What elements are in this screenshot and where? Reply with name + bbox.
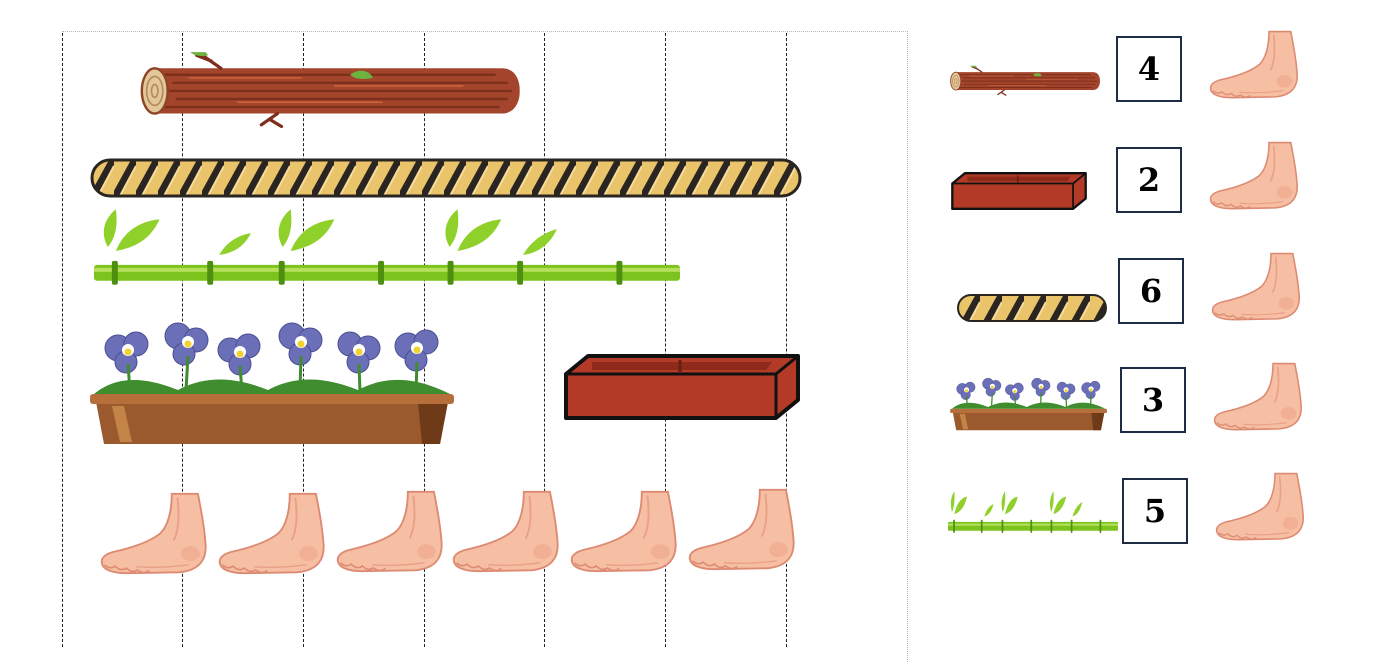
foot-icon [1202,252,1312,322]
foot-guide-line [62,33,63,647]
measuring-board [62,31,908,662]
answer-box: 3 [1120,367,1186,433]
foot-icon [332,490,450,574]
answer-box: 4 [1116,36,1182,102]
foot-icon [448,490,566,574]
foot-icon [96,492,214,576]
rope-icon [957,294,1107,322]
page-title [72,0,79,10]
foot-icon [1206,472,1316,542]
foot-icon [684,488,802,572]
foot-guide-line [786,33,787,647]
foot-icon [1204,362,1314,432]
foot-icon [566,490,684,574]
answer-box: 2 [1116,147,1182,213]
flower-box-icon [948,376,1110,432]
log-icon [94,36,566,120]
answer-box: 6 [1118,258,1184,324]
foot-icon [1200,30,1310,100]
foot-guide-line [665,33,666,647]
bamboo-icon [94,206,680,288]
flower-box-icon [88,318,458,448]
foot-icon [214,492,332,576]
foot-guide-line [544,33,545,647]
log-icon [950,36,1100,116]
brick-icon [950,170,1088,212]
foot-icon [1200,141,1310,211]
brick-icon [562,352,802,422]
answer-box: 5 [1122,478,1188,544]
rope-icon [90,158,802,198]
bamboo-icon [948,490,1118,534]
